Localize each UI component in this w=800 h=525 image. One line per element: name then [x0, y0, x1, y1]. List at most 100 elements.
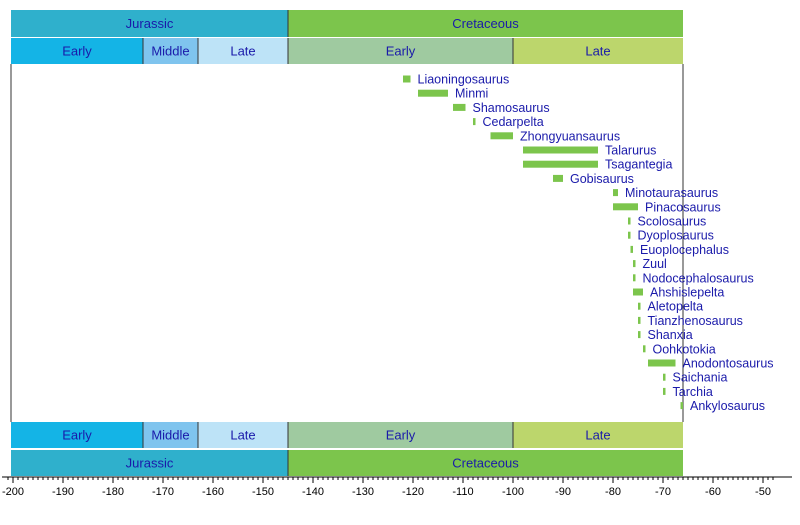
- period-segment: [11, 450, 288, 476]
- epoch-label: Early: [62, 428, 92, 443]
- taxon-range-bar: [473, 118, 476, 126]
- taxon-label: Minotaurasaurus: [625, 186, 718, 200]
- taxon-range-bar: [663, 373, 666, 381]
- epoch-segment: [11, 38, 143, 64]
- epoch-segment: [11, 422, 143, 448]
- x-axis: -200 -190 -180 -170 -160 -150 -140 -130 -120 -110…: [2, 476, 792, 498]
- taxon-range-bar: [680, 402, 683, 410]
- taxon-range-bar: [453, 103, 466, 111]
- epoch-segment: [143, 422, 198, 448]
- top-epoch-band: Early Middle Late Early Late: [11, 38, 683, 64]
- bottom-epoch-band: Early Middle Late Early Late: [11, 422, 683, 448]
- epoch-segment: [513, 38, 683, 64]
- taxon-label: Cedarpelta: [483, 115, 544, 129]
- period-label: Jurassic: [126, 456, 174, 471]
- x-tick-label: -110: [452, 486, 473, 498]
- x-tick-label: -60: [705, 486, 721, 498]
- taxon-range-bar: [633, 260, 636, 268]
- x-tick-label: -80: [605, 486, 621, 498]
- x-tick-label: -120: [402, 486, 424, 498]
- x-tick-label: -150: [252, 486, 274, 498]
- taxon-range-bar: [403, 75, 411, 83]
- x-tick-label: -200: [2, 486, 24, 498]
- epoch-label: Late: [585, 428, 610, 443]
- taxon-range-bar: [630, 245, 633, 253]
- x-tick-label: -130: [352, 486, 374, 498]
- taxon-range-bar: [638, 331, 641, 339]
- period-label: Cretaceous: [452, 456, 519, 471]
- period-label: Jurassic: [126, 16, 174, 31]
- period-label: Cretaceous: [452, 16, 519, 31]
- x-tick-label: -50: [755, 486, 771, 498]
- taxon-range-bar: [663, 387, 666, 395]
- epoch-segment: [288, 38, 513, 64]
- taxon-range-bar: [490, 132, 513, 140]
- taxon-range-bar: [418, 89, 448, 97]
- top-period-band: Jurassic Cretaceous: [11, 10, 683, 37]
- taxon-range-bar: [628, 217, 631, 225]
- epoch-label: Middle: [151, 44, 189, 59]
- taxon-range-bar: [628, 231, 631, 239]
- epoch-label: Middle: [151, 428, 189, 443]
- taxon-label: Pinacosaurus: [645, 200, 721, 214]
- taxon-range-bar: [523, 146, 598, 154]
- taxon-range-bar: [648, 359, 676, 367]
- taxon-label: Minmi: [455, 87, 488, 101]
- epoch-label: Early: [62, 44, 92, 59]
- taxon-range-bar: [613, 189, 618, 197]
- epoch-label: Early: [386, 44, 416, 59]
- epoch-label: Late: [585, 44, 610, 59]
- taxon-range-bar: [643, 345, 646, 353]
- period-segment: [288, 450, 683, 476]
- taxon-label: Oohkotokia: [653, 342, 716, 356]
- taxon-label: Gobisaurus: [570, 172, 634, 186]
- taxon-label: Scolosaurus: [638, 215, 707, 229]
- bottom-period-band: Jurassic Cretaceous: [11, 450, 683, 476]
- taxon-range-bar: [553, 174, 563, 182]
- plot-frame: [10, 64, 684, 422]
- taxon-label: Ankylosaurus: [690, 399, 765, 413]
- taxon-label: Anodontosaurus: [683, 357, 774, 371]
- taxon-label: Ahshislepelta: [650, 286, 724, 300]
- epoch-label: Late: [230, 44, 255, 59]
- epoch-segment: [288, 422, 513, 448]
- taxon-label: Zuul: [643, 257, 667, 271]
- taxon-label: Tianzhenosaurus: [648, 314, 743, 328]
- period-segment: [288, 10, 683, 37]
- epoch-label: Late: [230, 428, 255, 443]
- epoch-segment: [513, 422, 683, 448]
- taxon-label: Shamosaurus: [473, 101, 550, 115]
- epoch-segment: [198, 422, 288, 448]
- taxon-range-bar: [638, 302, 641, 310]
- taxon-label: Liaoningosaurus: [418, 73, 510, 87]
- taxon-label: Aletopelta: [648, 300, 704, 314]
- taxon-label: Saichania: [673, 371, 728, 385]
- taxon-label: Nodocephalosaurus: [643, 271, 754, 285]
- x-tick-label: -180: [102, 486, 124, 498]
- taxon-label: Tarchia: [673, 385, 713, 399]
- x-tick-label: -90: [555, 486, 571, 498]
- epoch-segment: [143, 38, 198, 64]
- epoch-label: Early: [386, 428, 416, 443]
- taxon-range-bar: [523, 160, 598, 168]
- taxon-label: Talarurus: [605, 144, 656, 158]
- taxon-bars: LiaoningosaurusMinmiShamosaurusCedarpelt…: [403, 73, 774, 413]
- x-tick-label: -100: [502, 486, 524, 498]
- epoch-segment: [198, 38, 288, 64]
- x-tick-label: -70: [655, 486, 671, 498]
- taxon-label: Shanxia: [648, 328, 693, 342]
- taxon-range-bar: [633, 288, 643, 296]
- taxon-range-bar: [613, 203, 638, 211]
- taxon-range-bar: [638, 316, 641, 324]
- x-tick-label: -140: [302, 486, 324, 498]
- taxon-label: Zhongyuansaurus: [520, 129, 620, 143]
- taxon-label: Tsagantegia: [605, 158, 672, 172]
- period-segment: [11, 10, 288, 37]
- taxon-label: Dyoplosaurus: [638, 229, 714, 243]
- x-tick-label: -190: [52, 486, 74, 498]
- taxon-range-bar: [633, 274, 636, 282]
- taxon-label: Euoplocephalus: [640, 243, 729, 257]
- x-tick-label: -170: [152, 486, 174, 498]
- x-tick-label: -160: [202, 486, 224, 498]
